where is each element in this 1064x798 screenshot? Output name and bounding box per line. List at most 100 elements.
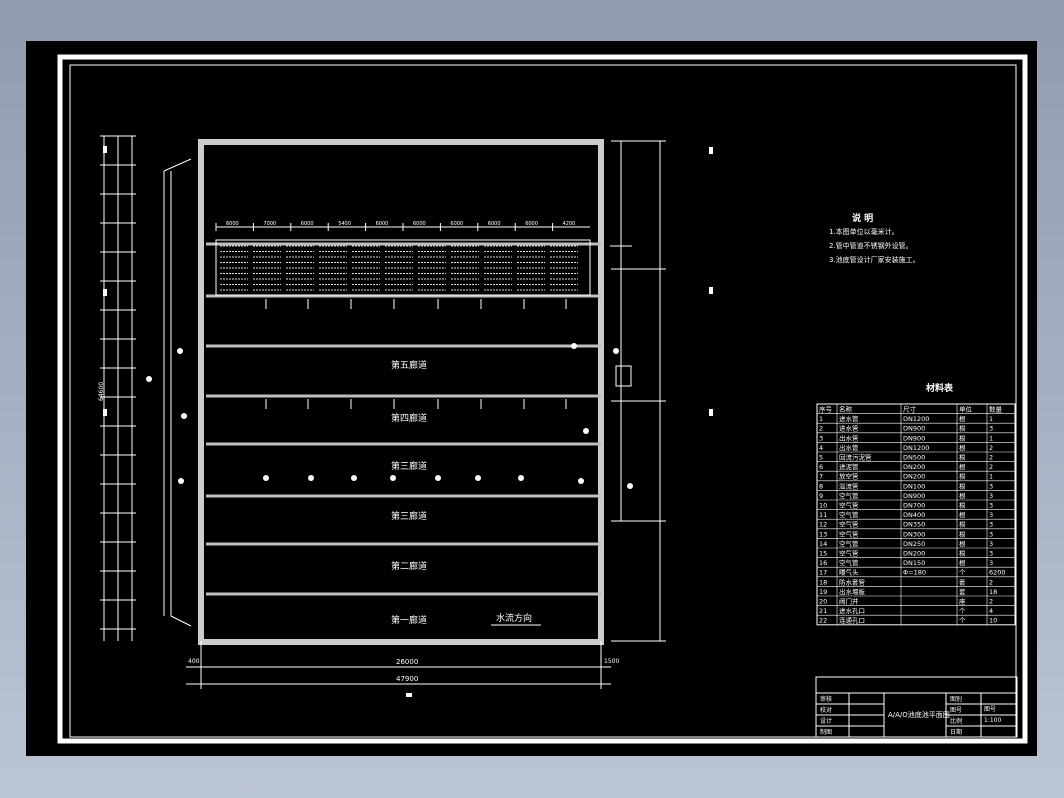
table-cell: 个 — [959, 607, 966, 615]
pipe-marker — [583, 428, 589, 434]
tank-outline — [198, 139, 604, 645]
table-cell: 2 — [989, 598, 993, 606]
pipe-marker — [435, 475, 441, 481]
table-cell: 套 — [959, 587, 966, 596]
table-cell: 13 — [819, 530, 827, 538]
table-cell: 空气管 — [839, 520, 859, 529]
table-cell: 根 — [959, 539, 966, 548]
table-cell: DN200 — [903, 463, 925, 471]
table-cell: Φ=180 — [903, 569, 926, 577]
table-cell: 曝气头 — [839, 568, 859, 577]
table-cell: 6200 — [989, 569, 1006, 577]
title-right-label: 图号 — [950, 707, 962, 714]
top-dim-label: 6000 — [301, 221, 314, 227]
table-cell: 进水孔口 — [839, 606, 865, 615]
table-cell: 根 — [959, 424, 966, 433]
table-cell: 16 — [819, 559, 827, 567]
overall-width-dim: 47900 — [396, 675, 418, 683]
table-cell: 根 — [959, 549, 966, 558]
right-dim-1500: 1500 — [604, 658, 619, 665]
top-dim-label: 6000 — [376, 221, 389, 227]
table-cell: 2 — [989, 444, 993, 452]
title-right-label: 图别 — [950, 695, 962, 703]
material-table-heading: 材料表 — [925, 382, 954, 394]
corridor-label: 第四廊道 — [391, 412, 427, 424]
pipe-marker — [475, 475, 481, 481]
pipe-marker — [518, 475, 524, 481]
table-cell: 根 — [959, 510, 966, 519]
table-cell: DN250 — [903, 540, 925, 548]
table-cell: 3 — [989, 521, 993, 529]
top-dim-label: 6000 — [226, 221, 239, 227]
corridor-label: 第三廊道 — [391, 510, 427, 522]
table-cell: 3 — [989, 530, 993, 538]
corridor-label: 第三廊道 — [391, 460, 427, 472]
cad-drawing-viewport[interactable]: 第五廊道第四廊道第三廊道第三廊道第二廊道第一廊道 26000 47900 400… — [26, 41, 1037, 756]
table-cell: 19 — [819, 588, 827, 596]
top-dim-label: 6000 — [488, 221, 501, 227]
table-cell: 3 — [989, 559, 993, 567]
table-cell: 个 — [959, 617, 966, 625]
table-cell: DN400 — [903, 511, 925, 519]
table-cell: 15 — [819, 550, 827, 558]
title-right-label: 比例 — [950, 717, 962, 725]
table-cell: 根 — [959, 558, 966, 567]
left-dim-400: 400 — [188, 658, 200, 665]
table-cell: 1 — [989, 415, 993, 423]
table-cell: 5 — [819, 454, 823, 462]
table-cell: 1 — [989, 473, 993, 481]
table-cell: 根 — [959, 501, 966, 510]
table-cell: 根 — [959, 433, 966, 442]
table-cell: 2 — [989, 578, 993, 586]
top-dim-label: 7000 — [263, 221, 276, 227]
table-cell: 9 — [819, 492, 823, 500]
table-cell: DN900 — [903, 425, 925, 433]
table-cell: 根 — [959, 529, 966, 538]
title-row-label: 校对 — [820, 706, 832, 714]
drawing-title: A/A/O池底池平面图 — [888, 710, 950, 719]
table-cell: 出水管 — [839, 433, 859, 442]
table-cell: DN900 — [903, 434, 925, 442]
pipe-marker — [627, 483, 633, 489]
table-cell: 2 — [819, 425, 823, 433]
table-cell: 空气管 — [839, 529, 859, 538]
pipe-marker — [178, 478, 184, 484]
table-cell: 1 — [989, 434, 993, 442]
inner-width-dim: 26000 — [396, 658, 418, 666]
table-cell: 进水管 — [839, 414, 859, 423]
table-cell: 个 — [959, 569, 966, 577]
table-cell: DN100 — [903, 482, 925, 490]
table-cell: 单位 — [959, 405, 973, 414]
top-dim-label: 6000 — [450, 221, 463, 227]
table-cell: 10 — [989, 617, 997, 625]
table-cell: 18 — [819, 578, 827, 586]
table-cell: 空气管 — [839, 501, 859, 510]
pipe-marker — [263, 475, 269, 481]
aeration-zone — [215, 239, 591, 296]
table-cell: 根 — [959, 414, 966, 423]
table-cell: 6 — [819, 463, 823, 471]
table-cell: DN200 — [903, 550, 925, 558]
table-cell: 空气管 — [839, 510, 859, 519]
sheet-border-inner — [69, 64, 1017, 738]
top-dim-label: 6000 — [525, 221, 538, 227]
title-row-label: 审核 — [820, 695, 832, 703]
table-cell: 17 — [819, 569, 827, 577]
aeration-grid — [220, 245, 578, 291]
table-cell: 21 — [819, 607, 827, 615]
table-cell: 回流污泥管 — [839, 453, 872, 462]
table-cell: 序号 — [819, 405, 833, 414]
title-row-label: 制图 — [820, 728, 832, 736]
title-right-label: 日期 — [950, 728, 962, 736]
table-cell: 4 — [819, 444, 823, 452]
table-cell: 数量 — [989, 405, 1003, 414]
pipe-marker — [571, 343, 577, 349]
table-cell: 20 — [819, 598, 827, 606]
table-cell: 出水堰板 — [839, 587, 866, 596]
table-cell: DN1200 — [903, 415, 929, 423]
table-cell: 2 — [989, 454, 993, 462]
table-cell: 根 — [959, 520, 966, 529]
table-cell: 3 — [819, 434, 823, 442]
